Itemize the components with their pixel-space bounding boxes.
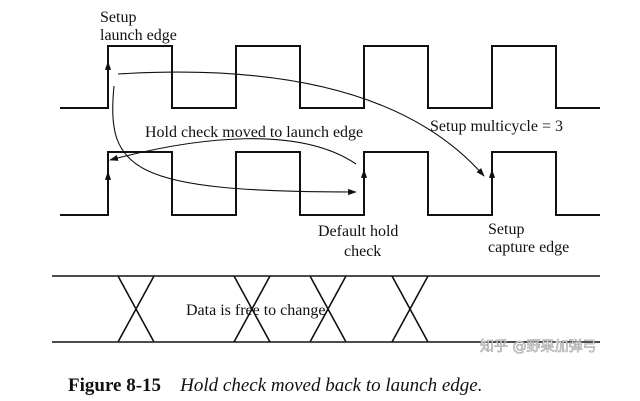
watermark: 知乎 @野果加弹弓: [480, 338, 596, 355]
data-free-label: Data is free to change: [186, 302, 325, 319]
data-transition-2: [233, 275, 271, 343]
setup-launch-label-line2: launch edge: [100, 27, 177, 44]
launch-clock-waveform: [60, 45, 600, 109]
hold-moved-label: Hold check moved to launch edge: [145, 124, 363, 141]
setup-multicycle-label: Setup multicycle = 3: [430, 118, 563, 135]
default-hold-label-line1: Default hold: [318, 223, 398, 240]
figure-caption: Figure 8-15 Hold check moved back to lau…: [68, 375, 482, 396]
default-hold-arrow: [112, 85, 357, 196]
hold-moved-arrow: [109, 138, 357, 165]
setup-capture-label-line2: capture edge: [488, 239, 569, 256]
figure-number: Figure 8-15: [68, 375, 161, 396]
setup-capture-label-line1: Setup: [488, 221, 524, 238]
figure-caption-text: Hold check moved back to launch edge.: [179, 375, 482, 396]
default-hold-label-line2: check: [344, 243, 381, 260]
setup-multicycle-arrow: [117, 71, 485, 177]
data-transition-4: [391, 275, 429, 343]
capture-clock-waveform: [60, 151, 600, 216]
setup-launch-label-line1: Setup: [100, 9, 136, 26]
data-transition-3: [309, 275, 347, 343]
data-transition-1: [117, 275, 155, 343]
